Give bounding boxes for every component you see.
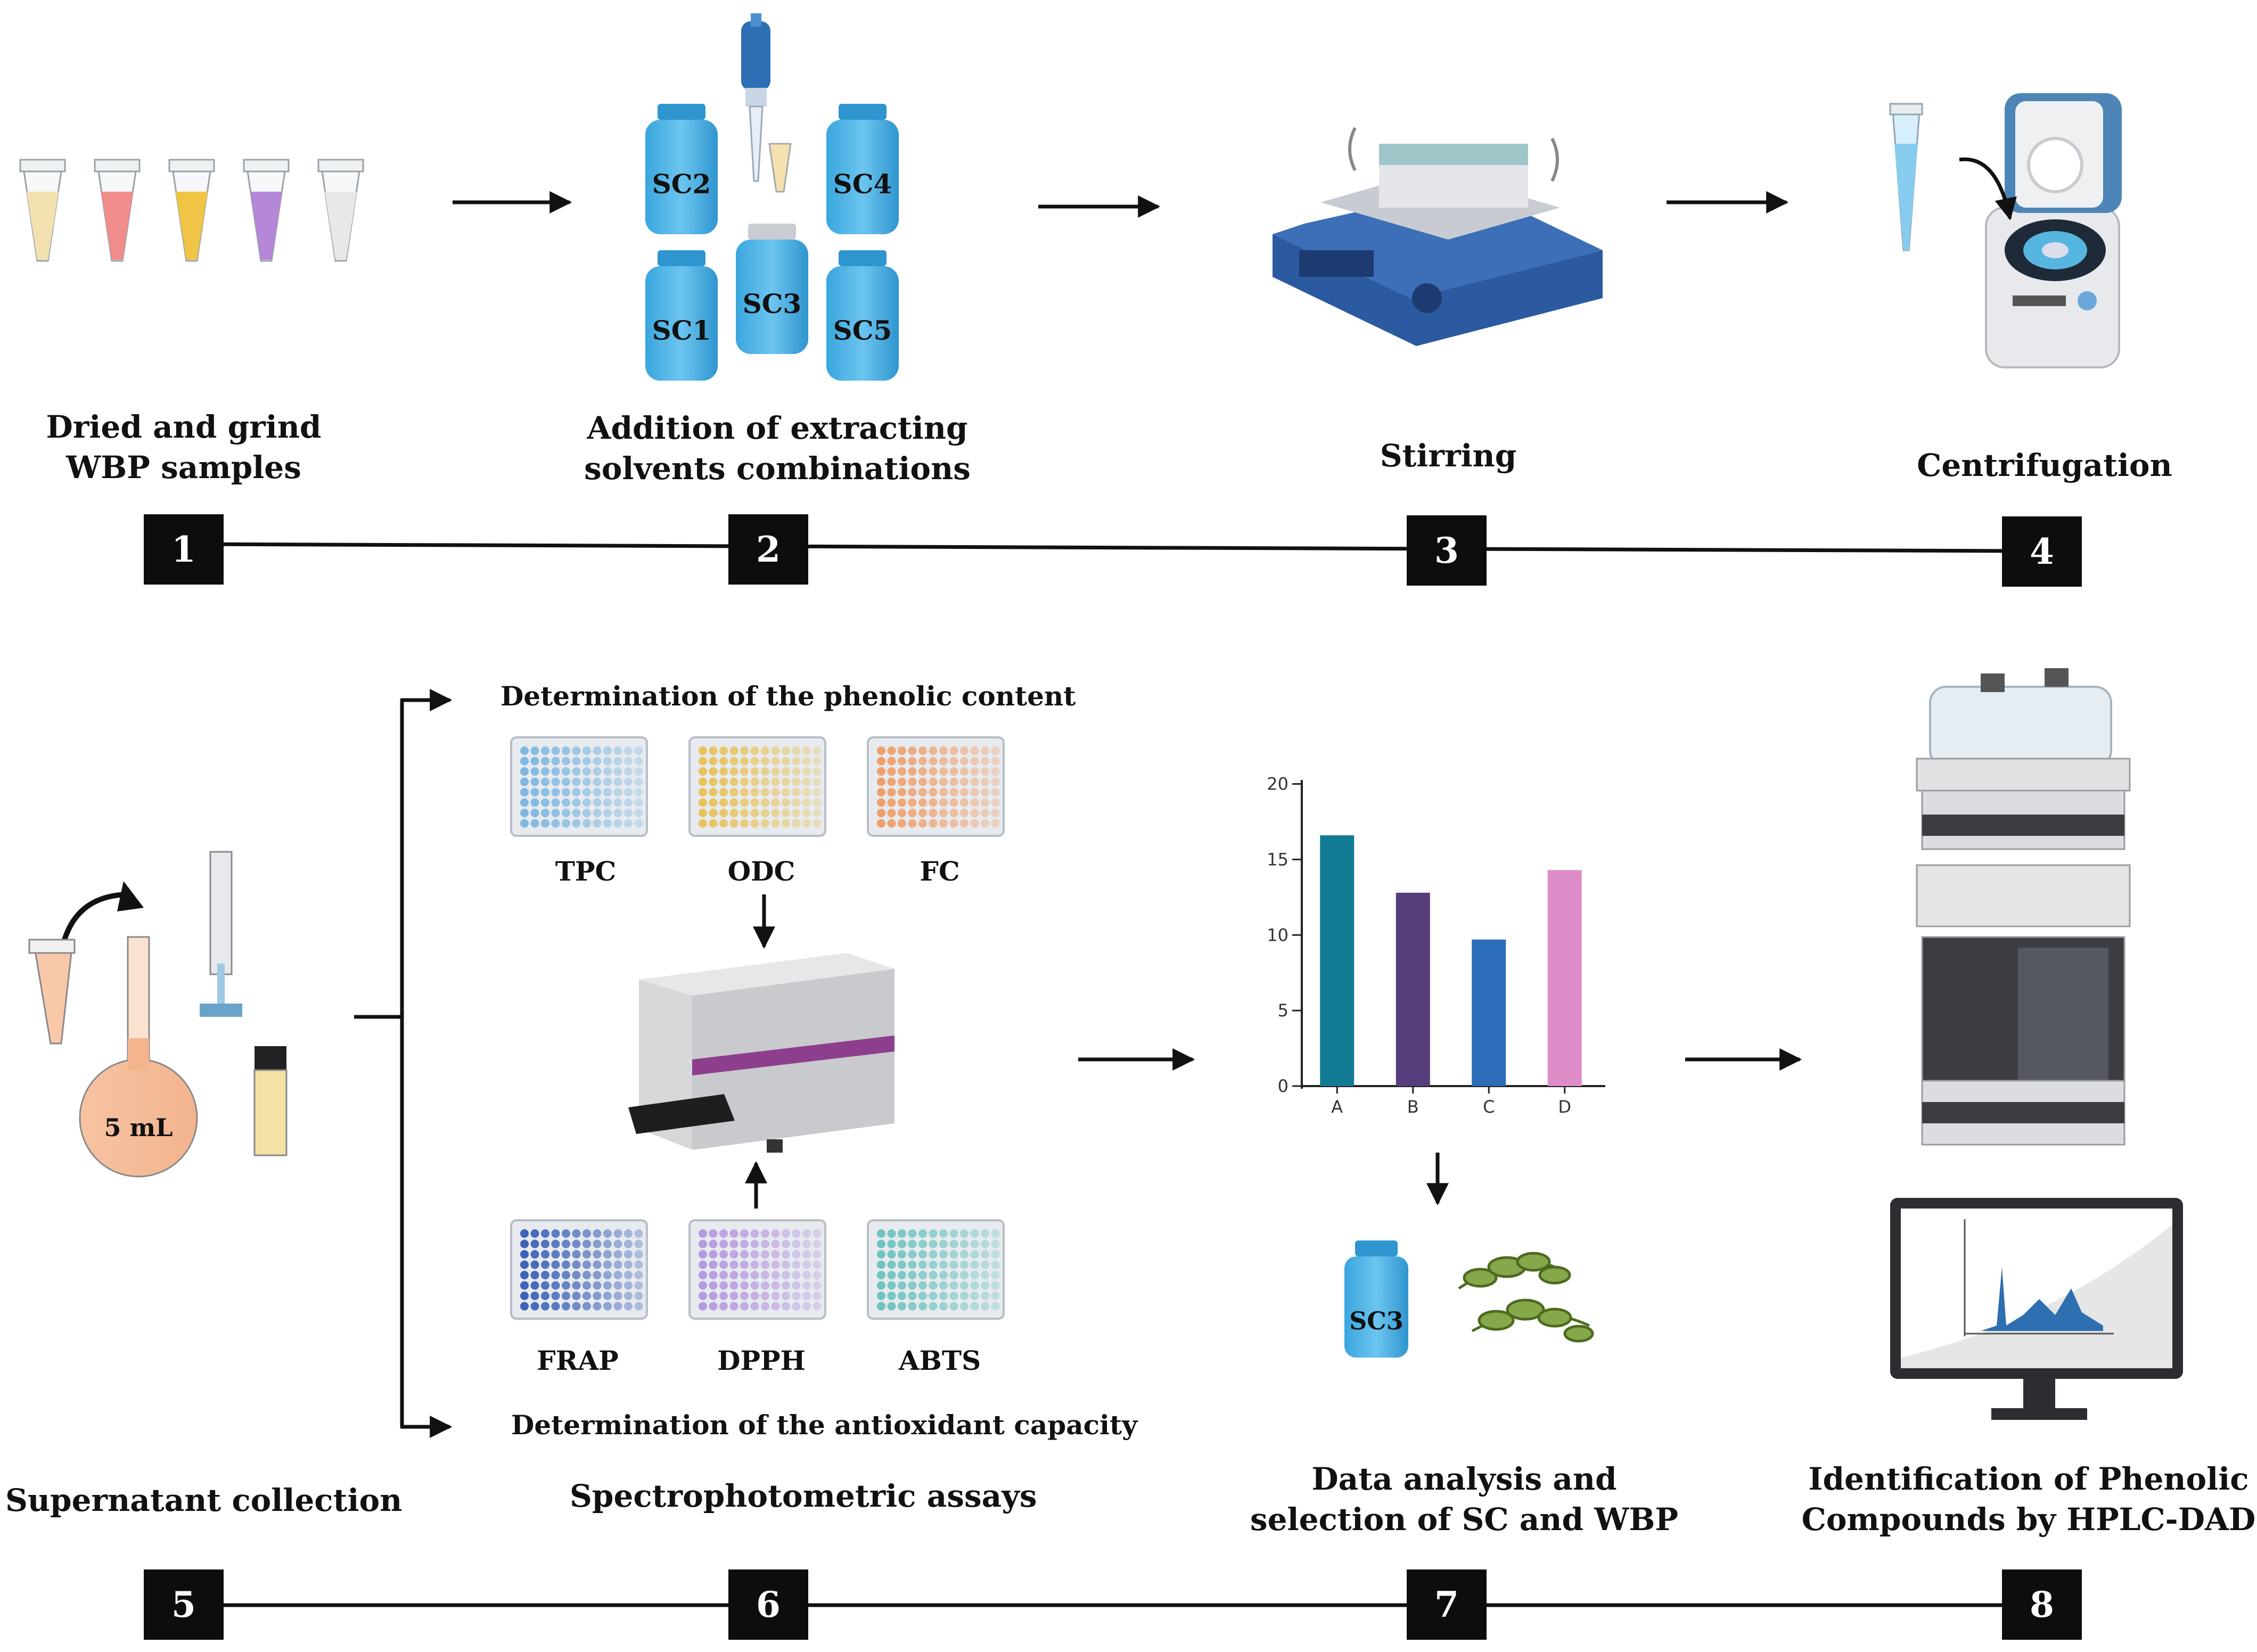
step-number-2: 2 <box>728 514 808 585</box>
step-2-label-line-2: solvents combinations <box>584 450 971 487</box>
solvent-bottle-label: SC4 <box>833 168 892 200</box>
plate-tpc <box>510 736 648 837</box>
y-tick-label: 10 <box>1267 925 1288 945</box>
step-2-label: Addition of extracting solvents combinat… <box>575 408 980 489</box>
solvent-bottle-sc4: SC4 <box>826 104 899 234</box>
plate-abts <box>867 1219 1005 1320</box>
step-7-label-line-1: Data analysis and <box>1311 1461 1617 1497</box>
assay-label-abts: ABTS <box>898 1345 981 1376</box>
x-tick-label: B <box>1407 1097 1419 1117</box>
step-number-6: 6 <box>728 1569 808 1640</box>
step-2-label-line-1: Addition of extracting <box>587 410 968 446</box>
step-7-label: Data analysis and selection of SC and WB… <box>1225 1459 1704 1540</box>
bar-b <box>1396 892 1430 1086</box>
step-4-label-line-1: Centrifugation <box>1917 447 2172 483</box>
bar-c <box>1472 939 1506 1086</box>
assay-label-odc: ODC <box>727 856 795 887</box>
step-number-8: 8 <box>2002 1569 2082 1640</box>
step-4-label: Centrifugation <box>1885 445 2204 486</box>
sample-tubes <box>19 159 364 262</box>
step-6-label-line-1: Spectrophotometric assays <box>570 1478 1037 1514</box>
supernatant-icons <box>28 851 288 1178</box>
selected-solvent-bottle: SC3 <box>1344 1240 1408 1358</box>
solvent-bottle-label: SC1 <box>652 315 711 346</box>
step-5-label: Supernatant collection <box>5 1480 403 1521</box>
antioxidant-capacity-header: Determination of the antioxidant capacit… <box>511 1409 1138 1441</box>
sample-tube <box>317 159 364 262</box>
pipette-icon <box>741 13 792 193</box>
x-tick-label: D <box>1558 1097 1571 1117</box>
step-number-7: 7 <box>1407 1569 1487 1640</box>
step-3-label-line-1: Stirring <box>1380 438 1517 474</box>
step-6-label: Spectrophotometric assays <box>570 1476 1037 1516</box>
bar-chart: 0 5 10 15 20A B C D <box>1267 774 1605 1117</box>
solvent-bottle-label: SC5 <box>833 315 892 346</box>
solvent-bottle-label: SC3 <box>743 288 802 319</box>
step-number-3: 3 <box>1407 515 1487 586</box>
step-8-label: Identification of Phenolic Compounds by … <box>1800 1459 2257 1540</box>
phenolic-content-header: Determination of the phenolic content <box>500 680 1076 712</box>
plant-icon <box>1458 1252 1594 1343</box>
y-tick-label: 20 <box>1267 774 1288 794</box>
bar-d <box>1547 870 1582 1086</box>
x-tick-label: A <box>1331 1097 1343 1117</box>
step-3-label: Stirring <box>1288 435 1608 476</box>
solvent-bottle-sc5: SC5 <box>826 250 899 381</box>
step-1-label-line-1: Dried and grind <box>46 409 322 445</box>
step-number-1: 1 <box>144 514 224 585</box>
sample-tube <box>243 159 290 262</box>
assay-label-fc: FC <box>920 856 960 887</box>
assay-label-tpc: TPC <box>555 856 617 887</box>
y-tick-label: 0 <box>1278 1076 1288 1096</box>
y-tick-label: 15 <box>1267 849 1288 869</box>
step-5-label-line-1: Supernatant collection <box>5 1482 403 1518</box>
step-7-label-line-2: selection of SC and WBP <box>1250 1501 1678 1538</box>
plate-odc <box>688 736 826 837</box>
solvent-bottle-sc1: SC1 <box>645 250 718 381</box>
assay-label-dpph: DPPH <box>717 1345 806 1376</box>
step-8-label-line-1: Identification of Phenolic <box>1808 1461 2249 1497</box>
step-number-5: 5 <box>144 1569 224 1640</box>
sample-tube <box>19 159 66 262</box>
assay-plates <box>510 736 1005 1320</box>
solvent-bottle-sc2: SC2 <box>645 104 718 234</box>
plate-frap <box>510 1219 648 1320</box>
monitor-icon <box>1890 1198 2183 1420</box>
flask-volume-label: 5 mL <box>104 1113 173 1142</box>
step-number-4: 4 <box>2002 516 2082 587</box>
step-8-label-line-2: Compounds by HPLC-DAD <box>1801 1501 2256 1538</box>
hplc-instrument-icon <box>1916 668 2131 1146</box>
bracket-connector <box>354 689 453 1438</box>
assay-label-frap: FRAP <box>537 1345 619 1376</box>
step-1-label-line-2: WBP samples <box>66 449 301 486</box>
selected-solvent-label: SC3 <box>1349 1306 1404 1335</box>
y-tick-label: 5 <box>1278 1000 1288 1021</box>
timeline-top <box>180 542 2029 553</box>
solvent-bottle-sc3: SC3 <box>736 224 808 354</box>
centrifuge-icon <box>1889 93 2122 368</box>
bar-a <box>1320 835 1355 1086</box>
solvent-bottle-label: SC2 <box>652 168 711 200</box>
sample-tube <box>94 159 141 262</box>
plate-reader-icon <box>628 953 894 1153</box>
plate-fc <box>867 736 1005 837</box>
plate-dpph <box>688 1219 826 1320</box>
step-1-label: Dried and grind WBP samples <box>27 407 341 488</box>
shaker-icon <box>1273 127 1603 346</box>
sample-tube <box>168 159 215 262</box>
x-tick-label: C <box>1483 1097 1495 1117</box>
